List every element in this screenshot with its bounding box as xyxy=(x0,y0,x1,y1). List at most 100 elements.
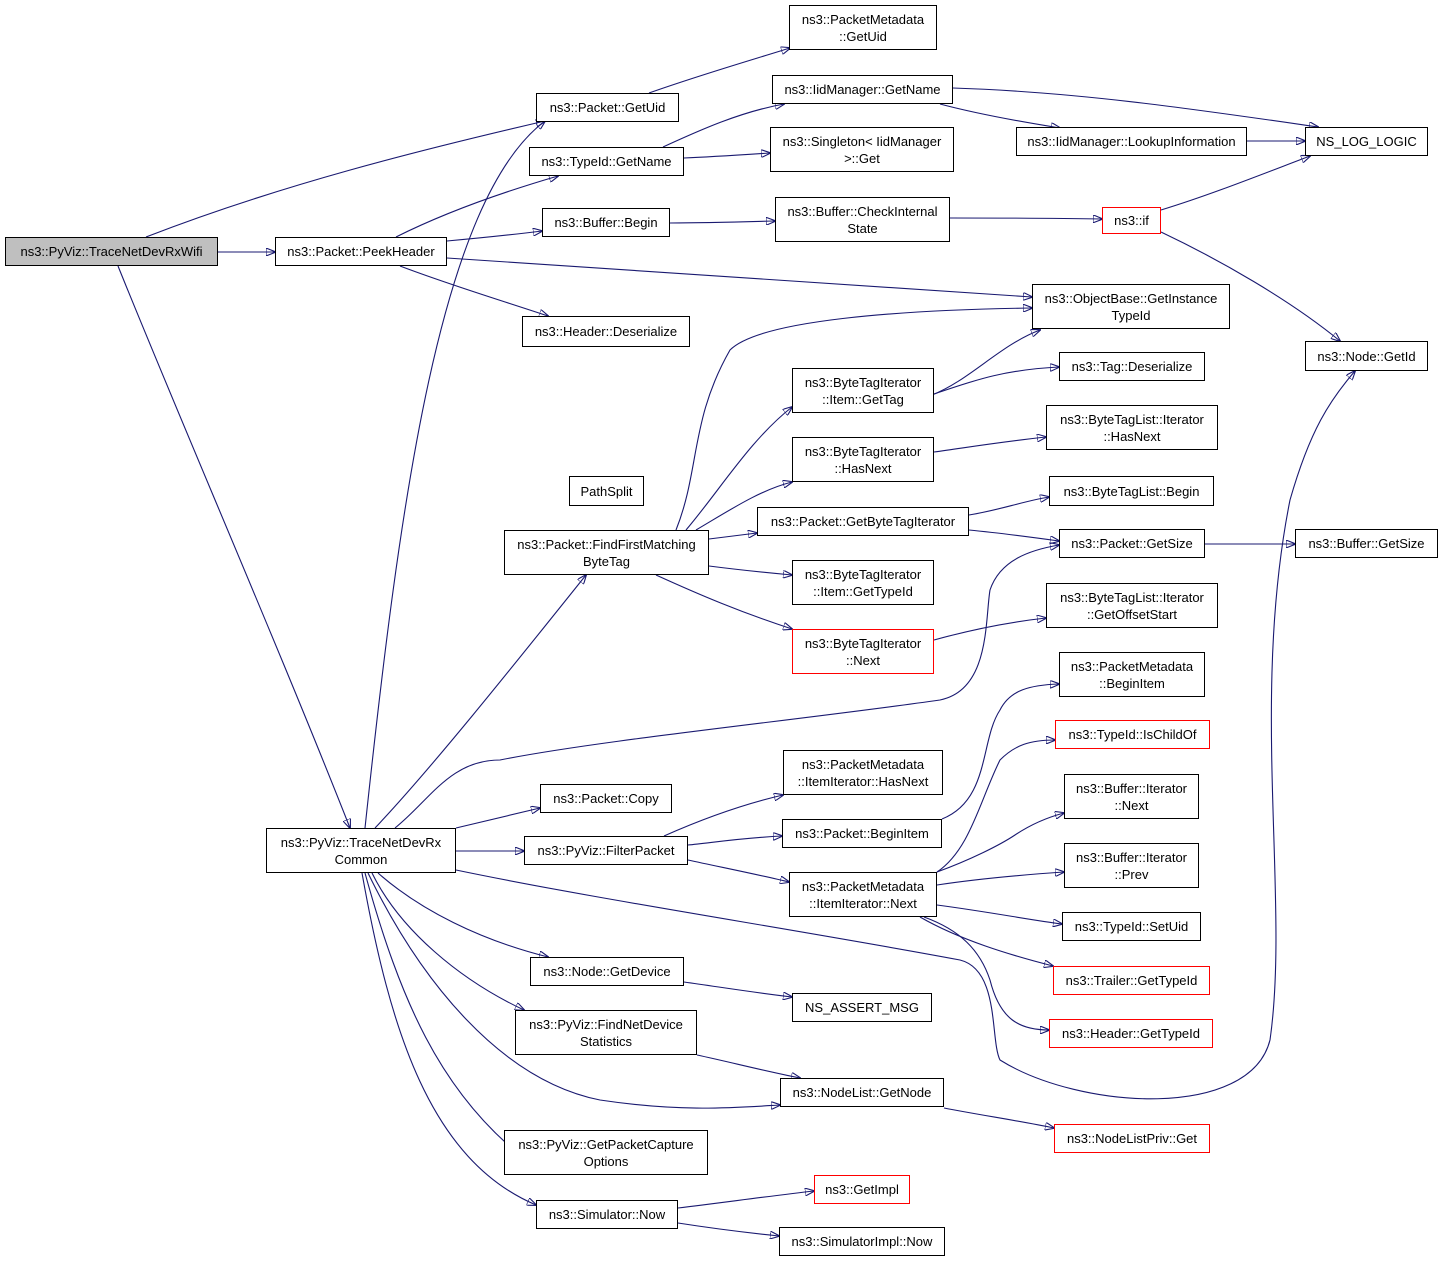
call-edge xyxy=(446,257,1032,297)
node-header-deserialize[interactable]: ns3::Header::Deserialize xyxy=(522,316,690,347)
node-pathsplit[interactable]: PathSplit xyxy=(569,476,644,506)
call-edge xyxy=(687,859,789,882)
call-edge xyxy=(968,529,1059,541)
node-trailer-get-typeid[interactable]: ns3::Trailer::GetTypeId xyxy=(1053,966,1210,995)
call-edge xyxy=(919,916,1053,966)
node-nodelistpriv-get[interactable]: ns3::NodeListPriv::Get xyxy=(1054,1124,1210,1153)
call-edge xyxy=(683,153,770,159)
node-bytetagiterator-item-get-typeid[interactable]: ns3::ByteTagIterator ::Item::GetTypeId xyxy=(792,560,934,605)
node-singleton-iidmanager-get[interactable]: ns3::Singleton< IidManager >::Get xyxy=(770,127,954,172)
node-node-get-device[interactable]: ns3::Node::GetDevice xyxy=(530,957,684,986)
node-get-impl[interactable]: ns3::GetImpl xyxy=(814,1175,910,1204)
node-bytetagiterator-has-next[interactable]: ns3::ByteTagIterator ::HasNext xyxy=(792,437,934,482)
node-packetmetadata-itemiterator-next[interactable]: ns3::PacketMetadata ::ItemIterator::Next xyxy=(789,872,937,917)
call-edge xyxy=(455,808,540,829)
node-packet-get-size[interactable]: ns3::Packet::GetSize xyxy=(1059,529,1205,558)
node-pyviz-find-net-device-statistics[interactable]: ns3::PyViz::FindNetDevice Statistics xyxy=(515,1010,697,1055)
node-bytetagiterator-next[interactable]: ns3::ByteTagIterator ::Next xyxy=(792,629,934,674)
node-trace-net-dev-rx-wifi[interactable]: ns3::PyViz::TraceNetDevRxWifi xyxy=(5,237,218,266)
node-tag-deserialize[interactable]: ns3::Tag::Deserialize xyxy=(1059,352,1205,381)
call-edge xyxy=(968,497,1049,516)
node-nodelist-get-node[interactable]: ns3::NodeList::GetNode xyxy=(780,1078,944,1107)
call-edge xyxy=(677,1191,814,1209)
node-packet-peek-header[interactable]: ns3::Packet::PeekHeader xyxy=(275,237,447,266)
call-edge xyxy=(949,218,1102,219)
call-edge xyxy=(677,1222,779,1236)
call-edge xyxy=(923,916,1049,1030)
node-bytetaglist-iterator-has-next[interactable]: ns3::ByteTagList::Iterator ::HasNext xyxy=(1046,405,1218,450)
call-edge xyxy=(394,545,1059,829)
node-buffer-iterator-next[interactable]: ns3::Buffer::Iterator ::Next xyxy=(1064,774,1199,819)
node-bytetaglist-iterator-get-offset-start[interactable]: ns3::ByteTagList::Iterator ::GetOffsetSt… xyxy=(1046,583,1218,628)
call-edge xyxy=(941,684,1059,820)
call-edge xyxy=(367,872,780,1108)
call-edge xyxy=(446,231,542,242)
call-edge xyxy=(943,1107,1054,1128)
call-edge xyxy=(117,265,350,828)
node-ns-log-logic[interactable]: NS_LOG_LOGIC xyxy=(1305,127,1428,156)
node-typeid-set-uid[interactable]: ns3::TypeId::SetUid xyxy=(1062,912,1201,941)
call-edge xyxy=(675,308,1032,531)
node-buffer-iterator-prev[interactable]: ns3::Buffer::Iterator ::Prev xyxy=(1064,843,1199,888)
node-pyviz-filter-packet[interactable]: ns3::PyViz::FilterPacket xyxy=(524,836,688,865)
call-edge xyxy=(364,121,545,829)
node-buffer-get-size[interactable]: ns3::Buffer::GetSize xyxy=(1295,529,1438,558)
node-buffer-check-internal-state[interactable]: ns3::Buffer::CheckInternal State xyxy=(775,197,950,242)
call-edge xyxy=(377,872,548,957)
node-packet-begin-item[interactable]: ns3::Packet::BeginItem xyxy=(782,819,942,848)
call-edge xyxy=(933,437,1046,453)
call-edge xyxy=(374,575,586,829)
call-edge xyxy=(145,121,545,238)
node-iidmanager-get-name[interactable]: ns3::IidManager::GetName xyxy=(772,75,953,104)
call-edge xyxy=(455,371,1355,1100)
node-packet-metadata-get-uid[interactable]: ns3::PacketMetadata ::GetUid xyxy=(789,5,937,50)
node-typeid-is-child-of[interactable]: ns3::TypeId::IsChildOf xyxy=(1055,720,1210,749)
call-edge xyxy=(655,574,792,629)
node-ns-assert-msg[interactable]: NS_ASSERT_MSG xyxy=(792,993,932,1022)
call-edge xyxy=(936,872,1064,886)
call-edge xyxy=(361,872,536,1205)
call-edge xyxy=(685,407,792,531)
call-edge xyxy=(936,813,1064,873)
node-iidmanager-lookup-information[interactable]: ns3::IidManager::LookupInformation xyxy=(1016,127,1247,156)
node-simulatorimpl-now[interactable]: ns3::SimulatorImpl::Now xyxy=(779,1227,945,1256)
node-objectbase-get-instance-typeid[interactable]: ns3::ObjectBase::GetInstance TypeId xyxy=(1032,284,1230,329)
call-edge xyxy=(933,367,1059,395)
call-edge xyxy=(663,795,783,837)
node-packet-get-uid[interactable]: ns3::Packet::GetUid xyxy=(536,93,679,122)
node-buffer-begin[interactable]: ns3::Buffer::Begin xyxy=(542,208,670,237)
node-node-get-id[interactable]: ns3::Node::GetId xyxy=(1305,341,1428,371)
call-edge xyxy=(939,103,1060,128)
call-edge xyxy=(399,265,548,316)
node-packet-get-bytetag-iterator[interactable]: ns3::Packet::GetByteTagIterator xyxy=(757,507,969,536)
call-edge xyxy=(952,87,1318,127)
node-trace-net-dev-rx-common[interactable]: ns3::PyViz::TraceNetDevRx Common xyxy=(266,828,456,873)
call-edge xyxy=(669,221,775,223)
node-simulator-now[interactable]: ns3::Simulator::Now xyxy=(536,1200,678,1229)
node-typeid-get-name[interactable]: ns3::TypeId::GetName xyxy=(529,147,684,176)
node-ns3-if[interactable]: ns3::if xyxy=(1102,207,1161,234)
node-packetmetadata-begin-item[interactable]: ns3::PacketMetadata ::BeginItem xyxy=(1059,652,1205,697)
node-packet-copy[interactable]: ns3::Packet::Copy xyxy=(540,784,672,813)
node-header-get-typeid[interactable]: ns3::Header::GetTypeId xyxy=(1049,1019,1213,1048)
call-edge xyxy=(648,48,790,94)
call-edge xyxy=(933,618,1046,641)
call-edge xyxy=(696,1054,800,1078)
node-packetmetadata-itemiterator-has-next[interactable]: ns3::PacketMetadata ::ItemIterator::HasN… xyxy=(783,750,943,795)
call-edge xyxy=(1160,231,1340,341)
call-edge xyxy=(708,533,757,540)
node-bytetaglist-begin[interactable]: ns3::ByteTagList::Begin xyxy=(1049,476,1214,506)
call-edge xyxy=(931,330,1040,396)
call-edge xyxy=(936,740,1055,873)
node-bytetagiterator-item-get-tag[interactable]: ns3::ByteTagIterator ::Item::GetTag xyxy=(792,368,934,413)
call-edge xyxy=(371,872,524,1010)
call-edge xyxy=(687,836,782,846)
call-edge xyxy=(695,482,792,531)
call-edge xyxy=(936,904,1062,924)
call-edge xyxy=(395,176,558,238)
node-pyviz-get-packet-capture-options[interactable]: ns3::PyViz::GetPacketCapture Options xyxy=(504,1130,708,1175)
node-packet-find-first-matching-bytetag[interactable]: ns3::Packet::FindFirstMatching ByteTag xyxy=(504,530,709,575)
call-edge xyxy=(708,565,792,575)
